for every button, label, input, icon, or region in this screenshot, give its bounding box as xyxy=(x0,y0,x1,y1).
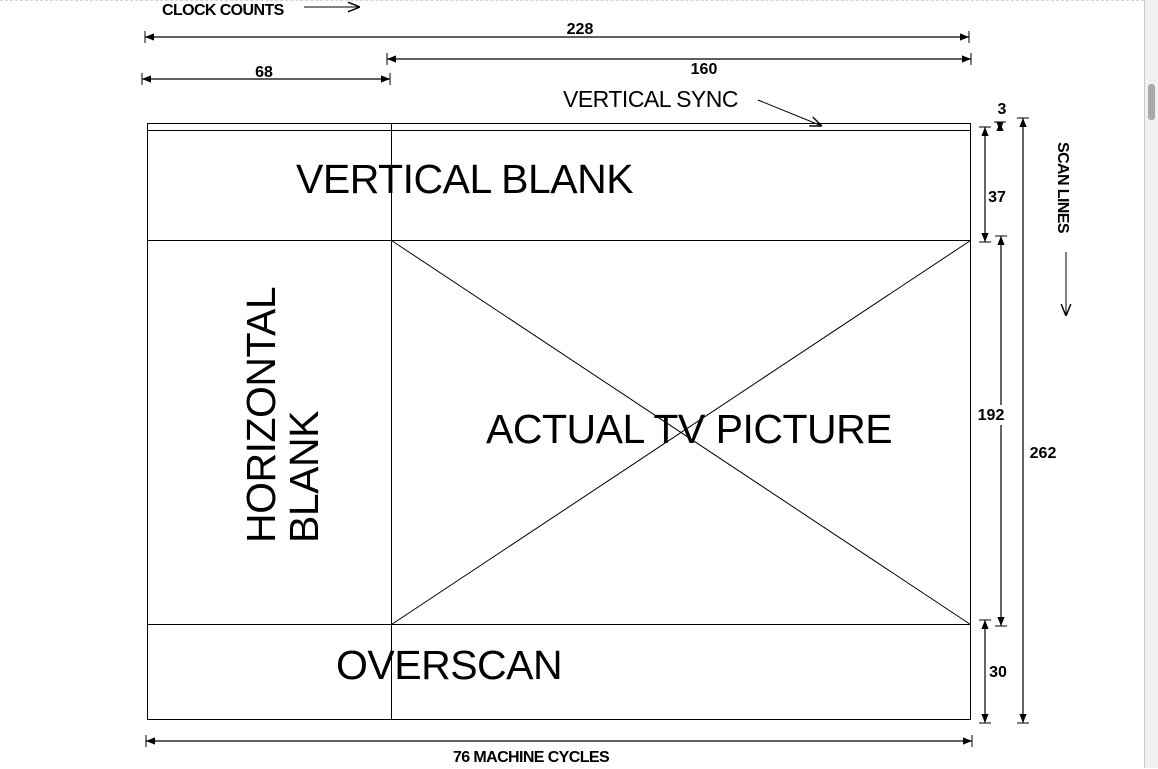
picture-diagonal-2 xyxy=(391,240,971,625)
clocks-visible-value: 160 xyxy=(691,61,718,78)
lines-overscan-value: 30 xyxy=(989,664,1007,681)
actual-tv-picture-label: ACTUAL TV PICTURE xyxy=(486,406,892,452)
lines-vsync-value: 3 xyxy=(998,101,1007,118)
horizontal-blank-line2: BLANK xyxy=(281,411,327,543)
overscan-label: OVERSCAN xyxy=(336,642,562,688)
lines-vblank-value: 37 xyxy=(988,189,1006,206)
scrollbar-thumb[interactable] xyxy=(1148,84,1155,120)
vertical-sync-label: VERTICAL SYNC xyxy=(563,86,738,112)
frame-outline xyxy=(147,123,971,720)
vertical-scrollbar[interactable] xyxy=(1144,0,1158,768)
horizontal-blank-line1: HORIZONTAL xyxy=(238,287,284,543)
vertical-blank-label: VERTICAL BLANK xyxy=(296,156,633,202)
clock-counts-label: CLOCK COUNTS xyxy=(162,2,285,19)
clocks-hblank-value: 68 xyxy=(255,64,273,81)
vertical-sync-leader xyxy=(757,99,822,126)
scan-lines-label: SCAN LINES xyxy=(1054,142,1071,234)
lines-total-value: 262 xyxy=(1030,445,1057,462)
clocks-total-value: 228 xyxy=(567,21,594,38)
horizontal-blank-label: HORIZONTAL BLANK xyxy=(238,287,327,543)
machine-cycles-label: 76 MACHINE CYCLES xyxy=(453,749,610,766)
lines-picture-value: 192 xyxy=(978,407,1005,424)
lines-picture-label-bg xyxy=(976,405,1006,425)
